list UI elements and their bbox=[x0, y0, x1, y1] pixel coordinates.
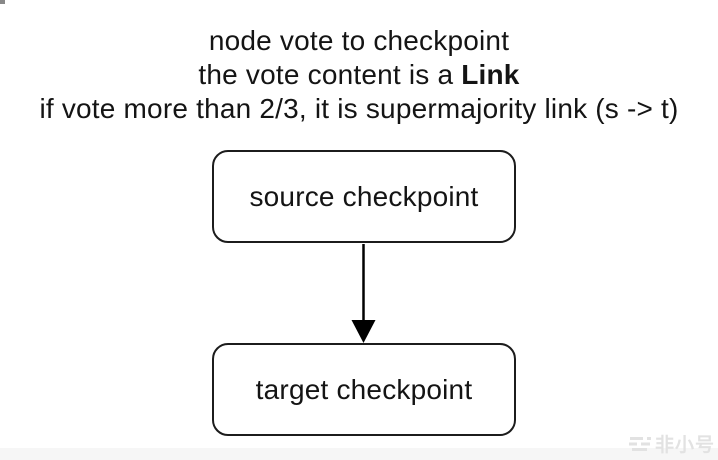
title-line-2: the vote content is a Link bbox=[0, 58, 718, 92]
bottom-band bbox=[0, 448, 718, 460]
title-line-2-bold: Link bbox=[461, 59, 520, 90]
source-checkpoint-node: source checkpoint bbox=[212, 150, 516, 243]
corner-artifact bbox=[0, 0, 5, 4]
title-line-1: node vote to checkpoint bbox=[208, 25, 510, 56]
down-arrow bbox=[351, 244, 376, 343]
watermark-text: 非小号 bbox=[654, 435, 715, 456]
diagram-title: node vote to checkpoint the vote content… bbox=[0, 24, 718, 126]
target-checkpoint-node: target checkpoint bbox=[212, 343, 516, 436]
title-line-3: if vote more than 2/3, it is supermajori… bbox=[39, 93, 679, 124]
watermark: 非小号 bbox=[628, 430, 715, 457]
target-checkpoint-label: target checkpoint bbox=[255, 373, 473, 405]
title-line-2-text: the vote content is a bbox=[198, 59, 462, 90]
source-checkpoint-label: source checkpoint bbox=[249, 180, 479, 212]
feixiaohao-logo-icon bbox=[628, 435, 652, 453]
